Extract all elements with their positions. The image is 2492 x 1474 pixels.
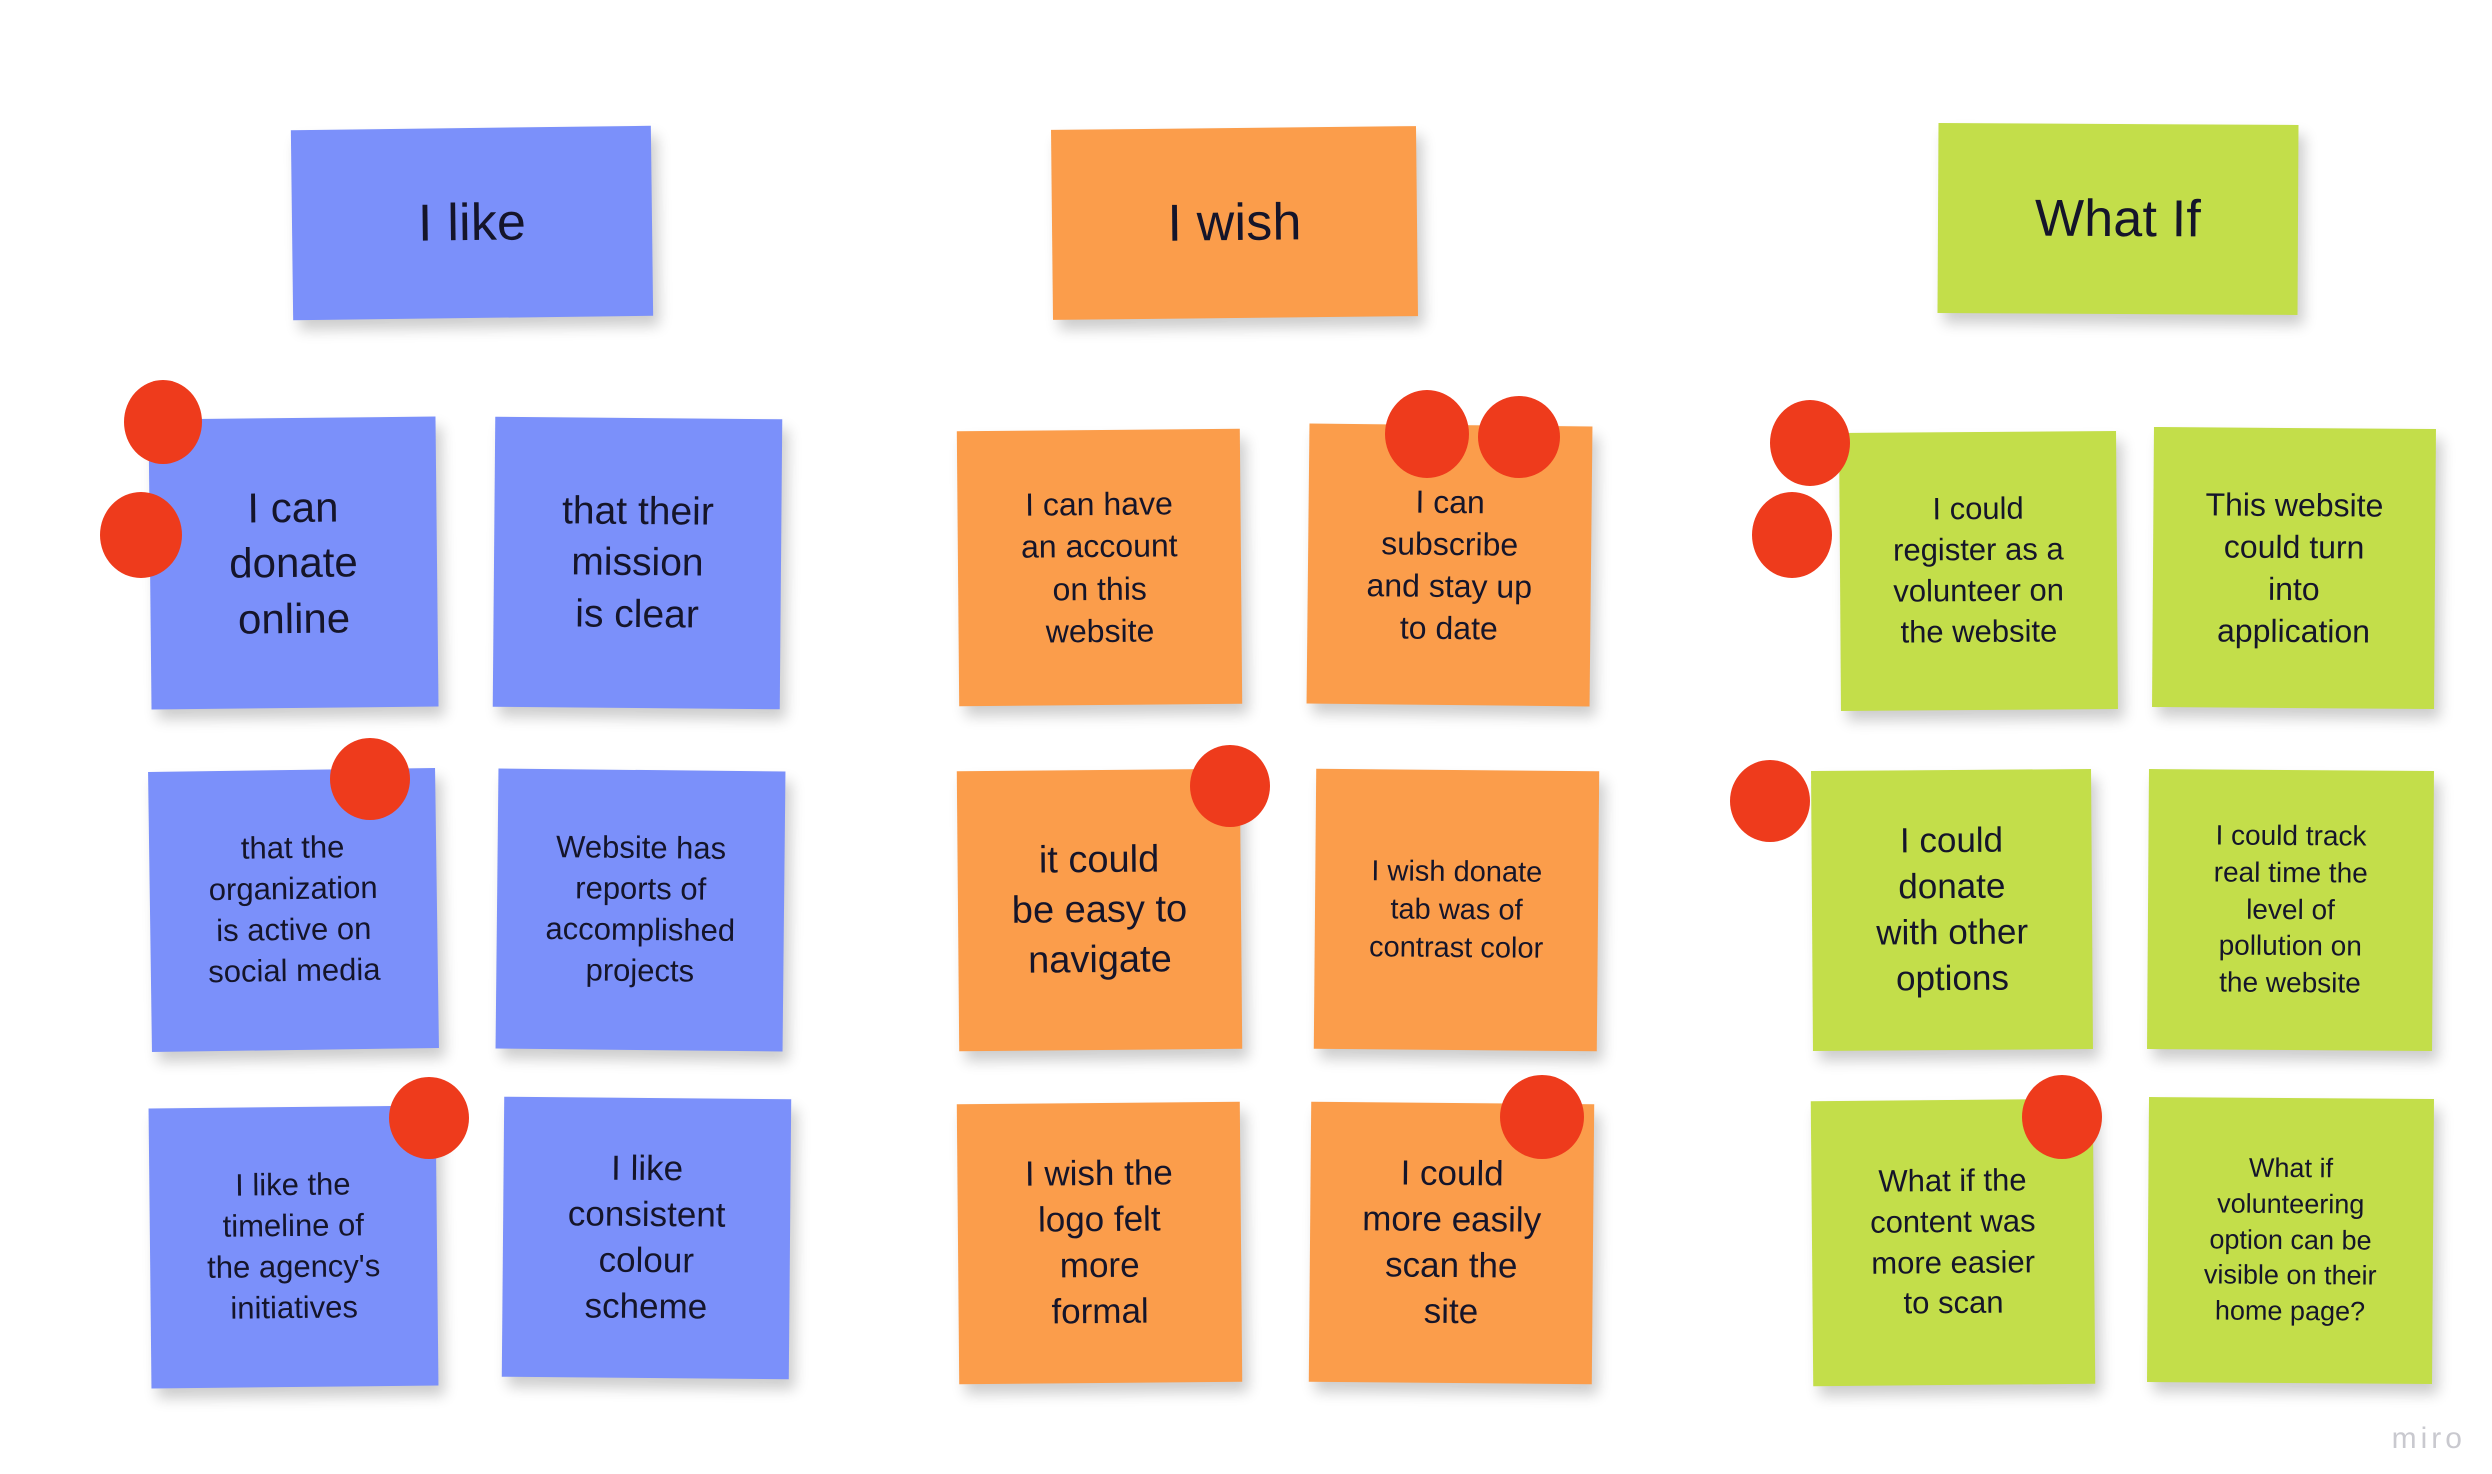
sticky-note-text: it could be easy to navigate — [1011, 838, 1188, 982]
vote-dot[interactable] — [1730, 760, 1810, 842]
sticky-note-what-if-3[interactable]: I could donate with other options — [1811, 769, 2093, 1051]
column-header-what-if[interactable]: What If — [1937, 123, 2299, 315]
vote-dot[interactable] — [1752, 492, 1832, 578]
sticky-note-what-if-1[interactable]: I could register as a volunteer on the w… — [1839, 431, 2118, 711]
sticky-note-what-if-4[interactable]: I could track real time the level of pol… — [2147, 769, 2434, 1051]
sticky-note-i-like-4[interactable]: Website has reports of accomplished proj… — [495, 768, 786, 1052]
sticky-note-i-like-5[interactable]: I like the timeline of the agency's init… — [148, 1105, 439, 1389]
vote-dot[interactable] — [124, 380, 202, 464]
vote-dot[interactable] — [2022, 1075, 2102, 1159]
sticky-note-i-like-2[interactable]: that their mission is clear — [492, 416, 783, 710]
sticky-note-text: This website could turn into application — [2205, 485, 2384, 650]
sticky-note-i-like-6[interactable]: I like consistent colour scheme — [501, 1096, 792, 1380]
sticky-note-text: I could more easily scan the site — [1362, 1153, 1542, 1332]
sticky-note-text: that the organization is active on socia… — [207, 829, 381, 990]
vote-dot[interactable] — [1385, 390, 1469, 478]
sticky-note-text: I like consistent colour scheme — [567, 1148, 726, 1327]
sticky-note-text: I wish the logo felt more formal — [1024, 1152, 1173, 1332]
sticky-note-text: What if the content was more easier to s… — [1869, 1162, 2036, 1321]
column-header-i-like[interactable]: I like — [290, 125, 654, 321]
sticky-note-text: I can subscribe and stay up to date — [1366, 483, 1533, 647]
sticky-note-text: What if volunteering option can be visib… — [2203, 1153, 2377, 1327]
sticky-note-text: that their mission is clear — [561, 489, 715, 637]
sticky-note-text: I wish donate tab was of contrast color — [1368, 854, 1544, 965]
column-header-label: I wish — [1167, 192, 1302, 253]
vote-dot[interactable] — [1770, 400, 1850, 486]
sticky-note-i-like-1[interactable]: I can donate online — [148, 416, 439, 710]
vote-dot[interactable] — [389, 1077, 469, 1159]
sticky-note-text: I can have an account on this website — [1020, 485, 1178, 650]
miro-watermark: miro — [2391, 1422, 2466, 1455]
vote-dot[interactable] — [100, 492, 182, 578]
sticky-note-text: I could register as a volunteer on the w… — [1892, 490, 2065, 650]
column-header-i-wish[interactable]: I wish — [1051, 126, 1418, 320]
vote-dot[interactable] — [1190, 745, 1270, 827]
sticky-note-text: Website has reports of accomplished proj… — [545, 829, 736, 989]
sticky-note-text: I like the timeline of the agency's init… — [206, 1166, 381, 1326]
sticky-note-i-wish-4[interactable]: I wish donate tab was of contrast color — [1313, 768, 1600, 1052]
column-header-label: I like — [417, 193, 527, 253]
column-header-label: What If — [2034, 189, 2202, 249]
sticky-note-what-if-2[interactable]: This website could turn into application — [2152, 427, 2436, 709]
sticky-note-text: I could donate with other options — [1876, 820, 2029, 999]
sticky-note-text: I could track real time the level of pol… — [2213, 819, 2368, 999]
vote-dot[interactable] — [1500, 1075, 1584, 1159]
vote-dot[interactable] — [330, 738, 410, 820]
sticky-note-what-if-6[interactable]: What if volunteering option can be visib… — [2147, 1097, 2434, 1384]
sticky-note-text: I can donate online — [229, 483, 358, 643]
vote-dot[interactable] — [1478, 396, 1560, 478]
sticky-note-i-wish-1[interactable]: I can have an account on this website — [956, 428, 1243, 707]
sticky-note-i-wish-5[interactable]: I wish the logo felt more formal — [956, 1101, 1243, 1385]
